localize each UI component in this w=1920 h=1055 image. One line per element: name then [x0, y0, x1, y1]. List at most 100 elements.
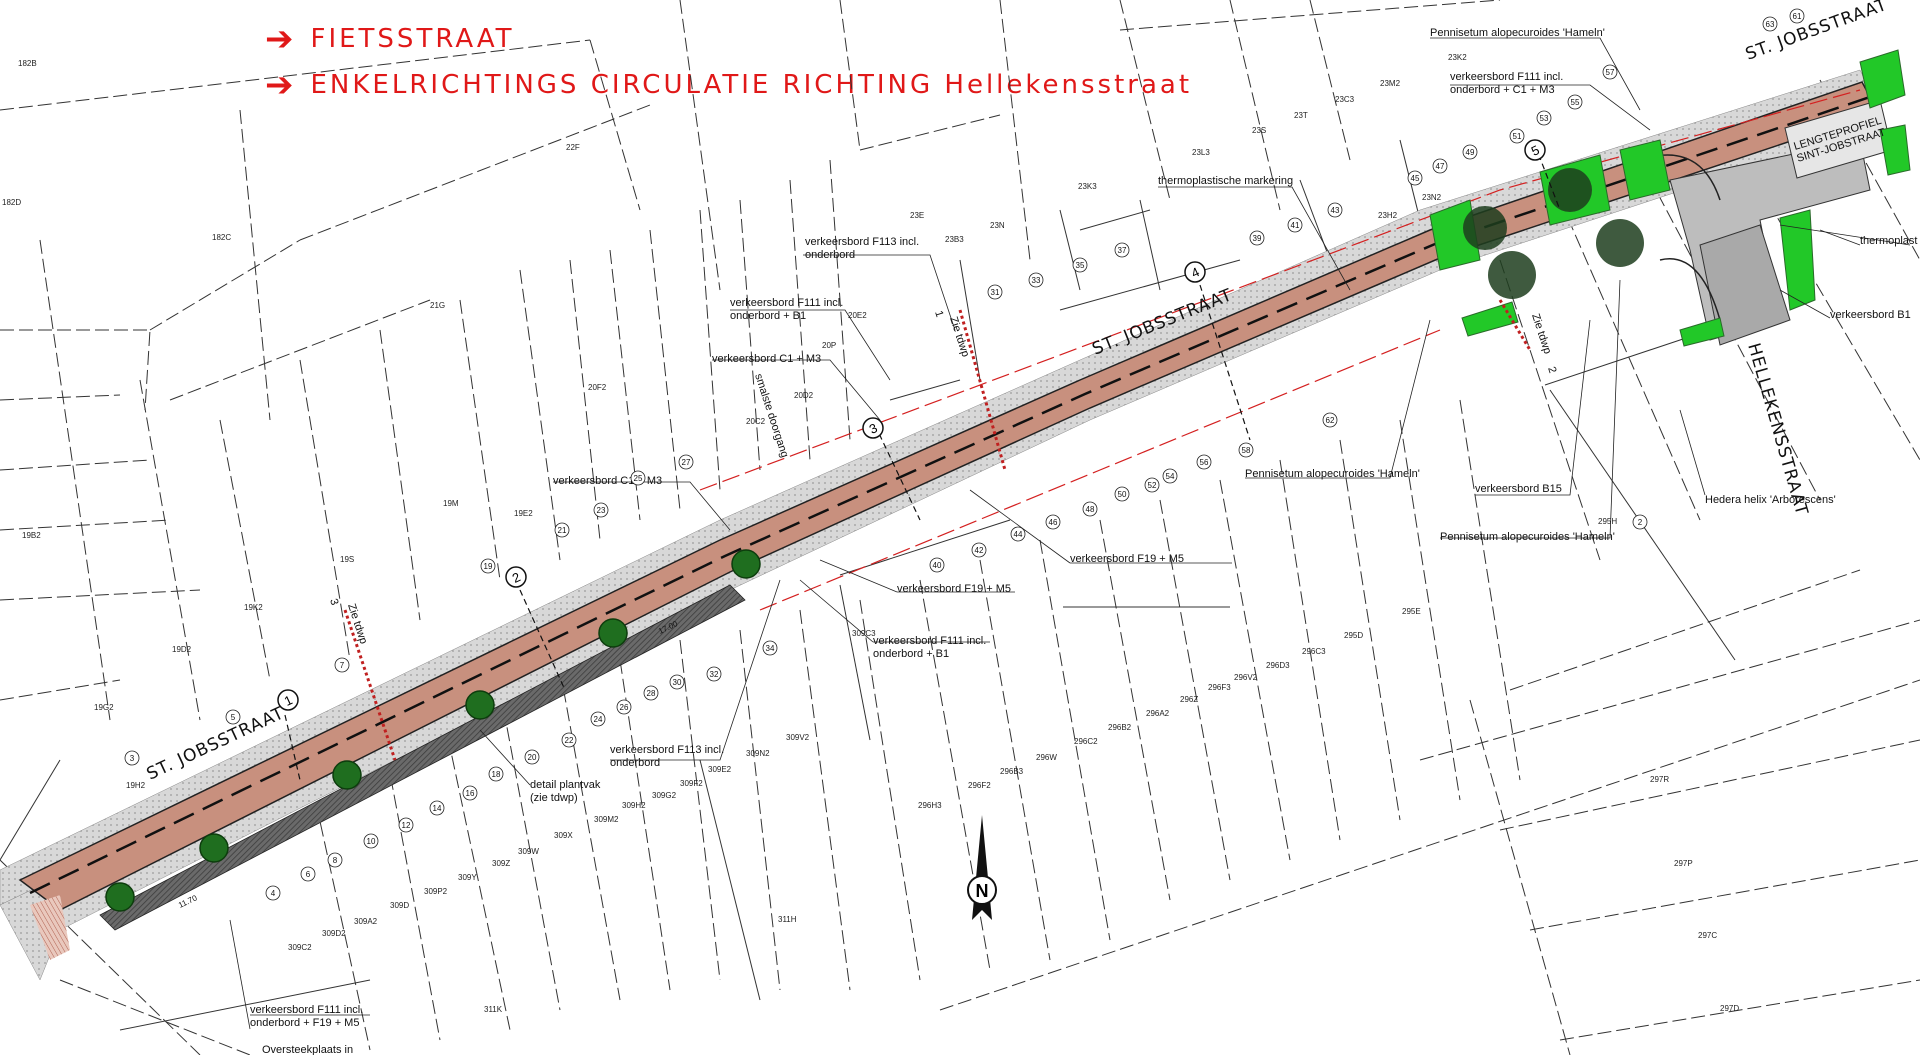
parcel-label: 296W	[1036, 753, 1057, 762]
house-number: 20	[524, 749, 540, 765]
house-number-label: 22	[565, 736, 574, 745]
parcel-label: 295E	[1402, 607, 1421, 616]
house-number-label: 32	[710, 670, 719, 679]
house-number: 6	[300, 866, 316, 882]
house-number-circle	[1789, 8, 1805, 24]
house-number: 50	[1114, 486, 1130, 502]
house-number: 24	[590, 711, 606, 727]
parcel-label: 295D	[1344, 631, 1363, 640]
annotation-f113: onderbord	[610, 757, 660, 769]
house-number: 37	[1114, 242, 1130, 258]
parcel-label: 23M2	[1380, 79, 1401, 88]
house-number-label: 56	[1200, 458, 1209, 467]
parcel-label: 19M	[443, 499, 459, 508]
house-number: 30	[669, 674, 685, 690]
annotation-oversteek: Oversteekplaats in	[262, 1044, 353, 1055]
house-number-circle	[971, 542, 987, 558]
house-number: 61	[1789, 8, 1805, 24]
house-number: 48	[1082, 501, 1098, 517]
house-number-circle	[480, 558, 496, 574]
house-number-label: 6	[306, 870, 311, 879]
house-number-label: 26	[620, 703, 629, 712]
title-line-circulation: ➔ ENKELRICHTINGS CIRCULATIE RICHTING Hel…	[265, 68, 1192, 102]
annotation-verkeersbord-b1: verkeersbord B1	[1830, 309, 1911, 321]
parcel-label: 297R	[1650, 775, 1669, 784]
parcel-label: 309E2	[708, 765, 732, 774]
house-number-circle	[1632, 514, 1648, 530]
house-number: 19	[480, 558, 496, 574]
house-number-circle	[462, 785, 478, 801]
house-number: 39	[1249, 230, 1265, 246]
house-number-label: 34	[766, 644, 775, 653]
annotation-thermoplast: thermoplast	[1860, 235, 1917, 247]
tree	[332, 760, 362, 790]
annotation-verkeersbord-b15: verkeersbord B15	[1475, 483, 1562, 495]
house-number-label: 55	[1571, 98, 1580, 107]
parcel-labels: 182B 182D 182C 22F 21G 20F2 19M 19E2 19S…	[2, 53, 1739, 1014]
crossing-zone	[30, 895, 70, 960]
zie-tdwp-label: Zie tdwp	[947, 315, 971, 358]
annotation-f111-b1: verkeersbord F111 incl.	[730, 297, 843, 309]
house-number: 56	[1196, 454, 1212, 470]
junction-curve-2	[1659, 258, 1721, 321]
house-number-label: 42	[975, 546, 984, 555]
parcel-label: 19B2	[22, 531, 41, 540]
house-number: 31	[987, 284, 1003, 300]
planting-bed	[1619, 139, 1671, 201]
parcel-label: 309N2	[746, 749, 770, 758]
annotation-pennisetum: Pennisetum alopecuroides 'Hameln'	[1440, 531, 1615, 543]
annotation-f111-c1-m3: verkeersbord F111 incl.	[1450, 71, 1563, 83]
house-number-circle	[929, 557, 945, 573]
house-number-circle	[1327, 202, 1343, 218]
house-number-label: 40	[933, 561, 942, 570]
house-number-label: 21	[558, 526, 567, 535]
street-name-hellekensstraat: HELLEKENSSTRAAT	[1743, 341, 1811, 518]
leader-lines	[229, 37, 1911, 1030]
house-number-label: 2	[1638, 518, 1643, 527]
parcel-label: 23L3	[1192, 148, 1210, 157]
annotation-f111-b1: verkeersbord F111 incl.	[873, 635, 986, 647]
parcel-label: 23K3	[1078, 182, 1097, 191]
house-number: 34	[762, 640, 778, 656]
parcel-label: 182D	[2, 198, 21, 207]
zie-tdwp-label: Zie tdwp	[1529, 312, 1553, 355]
house-number-circle	[1072, 257, 1088, 273]
north-label: N	[976, 881, 989, 901]
parcel-label: 309X	[554, 831, 573, 840]
cadastral-lines-south	[0, 79, 1920, 1055]
parcel-label: 20P	[822, 341, 836, 350]
house-number-label: 27	[682, 458, 691, 467]
title-fietsstraat: FIETSSTRAAT	[310, 24, 515, 54]
house-number-circle	[1322, 412, 1338, 428]
house-number-label: 12	[402, 821, 411, 830]
parcel-label: 309Z	[492, 859, 510, 868]
house-number-label: 18	[492, 770, 501, 779]
house-number-circle	[1144, 477, 1160, 493]
parcel-label: 309W	[518, 847, 539, 856]
house-number-circle	[488, 766, 504, 782]
house-number-label: 62	[1326, 416, 1335, 425]
house-number-circle	[1114, 242, 1130, 258]
parcel-label: 22F	[566, 143, 580, 152]
smalste-doorgang-label: smalste doorgang	[752, 372, 790, 459]
planting-bed	[1461, 301, 1519, 337]
annotation-hedera: Hedera helix 'Arborescens'	[1705, 494, 1836, 506]
house-number-circle	[1536, 110, 1552, 126]
house-number: 3	[124, 750, 140, 766]
house-number-label: 8	[333, 856, 338, 865]
parcel-label: 297D	[1720, 1004, 1739, 1013]
house-number-label: 52	[1148, 481, 1157, 490]
house-number-label: 57	[1606, 68, 1615, 77]
tree-canopy	[1548, 168, 1592, 212]
parcel-label: 23B3	[945, 235, 964, 244]
annotation-f113: onderbord	[805, 249, 855, 261]
tree	[465, 690, 495, 720]
house-number: 16	[462, 785, 478, 801]
parcel-label: 296B2	[1108, 723, 1132, 732]
parcel-label: 297P	[1674, 859, 1693, 868]
house-number: 2	[1632, 514, 1648, 530]
parcel-label: 20F2	[588, 383, 607, 392]
parcel-label: 309F2	[680, 779, 703, 788]
house-number-label: 3	[130, 754, 135, 763]
parcel-label: 295H	[1598, 517, 1617, 526]
